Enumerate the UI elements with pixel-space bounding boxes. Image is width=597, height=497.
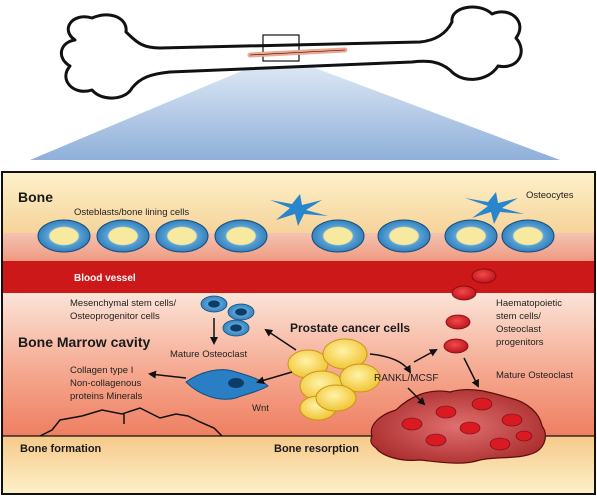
label-prostate: Prostate cancer cells bbox=[290, 321, 410, 335]
label-blood-vessel: Blood vessel bbox=[74, 273, 136, 284]
bone-illustration bbox=[59, 5, 523, 100]
mature-osteoblast-cell bbox=[185, 369, 269, 400]
osteoclast-nuclei bbox=[401, 397, 533, 451]
osteocyte-icon bbox=[270, 194, 328, 226]
label-marrow: Bone Marrow cavity bbox=[18, 334, 150, 350]
label-rankl: RANKL/MCSF bbox=[374, 373, 438, 384]
bone-marrow-window bbox=[262, 34, 300, 62]
label-wnt: Wnt bbox=[252, 403, 269, 414]
label-msc-1: Mesenchymal stem cells/ bbox=[70, 298, 176, 309]
label-hsc-1: Haematopoietic bbox=[496, 298, 562, 309]
mesenchymal-stem-cells bbox=[200, 295, 255, 337]
prostate-cancer-cluster bbox=[287, 338, 381, 421]
label-hsc-4: progenitors bbox=[496, 337, 544, 348]
label-bone: Bone bbox=[18, 189, 53, 205]
haematopoietic-cells bbox=[443, 268, 497, 354]
osteoblast-row bbox=[37, 219, 555, 253]
label-msc-2: Osteoprogenitor cells bbox=[70, 311, 160, 322]
zoom-beam bbox=[30, 62, 560, 160]
osteocyte-icon bbox=[465, 192, 524, 224]
label-hsc-3: Osteoclast bbox=[496, 324, 541, 335]
label-bone-formation: Bone formation bbox=[20, 443, 102, 455]
label-osteocytes: Osteocytes bbox=[526, 190, 574, 201]
label-collagen-1: Collagen type I bbox=[70, 365, 133, 376]
label-bone-resorption: Bone resorption bbox=[274, 443, 359, 455]
label-collagen-3: proteins Minerals bbox=[70, 391, 143, 402]
pathway-arrows bbox=[148, 318, 479, 406]
bone-formation-deposit bbox=[39, 407, 223, 437]
label-mature-osteoclast-left: Mature Osteoclast bbox=[170, 349, 247, 360]
label-mature-osteoclast-right: Mature Osteoclast bbox=[496, 370, 573, 381]
label-osteoblasts: Osteblasts/bone lining cells bbox=[74, 207, 189, 218]
label-hsc-2: stem cells/ bbox=[496, 311, 541, 322]
label-collagen-2: Non-collagenous bbox=[70, 378, 142, 389]
